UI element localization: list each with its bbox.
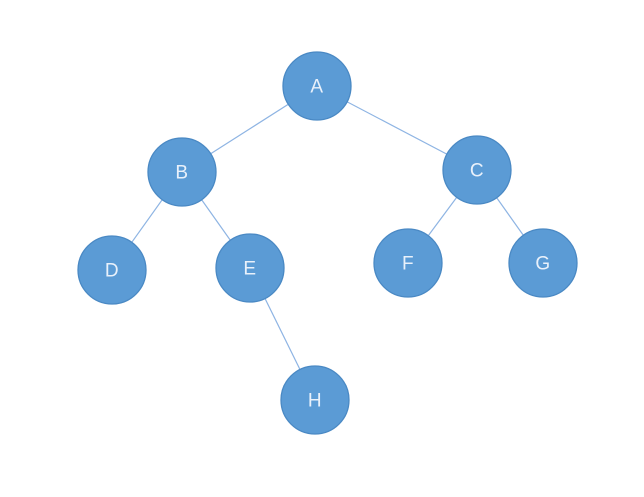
- node-circle-E[interactable]: [215, 233, 285, 303]
- node-circle-D[interactable]: [77, 235, 147, 305]
- tree-node-G[interactable]: G: [508, 228, 578, 298]
- node-circle-A[interactable]: [282, 51, 352, 121]
- node-label-G: G: [535, 254, 550, 275]
- node-circle-G[interactable]: [508, 228, 578, 298]
- tree-node-F[interactable]: F: [373, 228, 443, 298]
- node-label-F: F: [402, 254, 414, 275]
- node-circle-F[interactable]: [373, 228, 443, 298]
- tree-node-A[interactable]: A: [282, 51, 352, 121]
- node-circle-H[interactable]: [280, 365, 350, 435]
- node-label-A: A: [310, 77, 323, 98]
- tree-node-D[interactable]: D: [77, 235, 147, 305]
- node-label-B: B: [175, 163, 188, 184]
- node-circle-C[interactable]: [442, 135, 512, 205]
- node-circle-B[interactable]: [147, 137, 217, 207]
- tree-node-E[interactable]: E: [215, 233, 285, 303]
- node-label-H: H: [308, 391, 322, 412]
- node-label-D: D: [105, 261, 119, 282]
- tree-node-B[interactable]: B: [147, 137, 217, 207]
- node-label-E: E: [243, 259, 256, 280]
- node-label-C: C: [470, 161, 484, 182]
- tree-node-H[interactable]: H: [280, 365, 350, 435]
- tree-node-C[interactable]: C: [442, 135, 512, 205]
